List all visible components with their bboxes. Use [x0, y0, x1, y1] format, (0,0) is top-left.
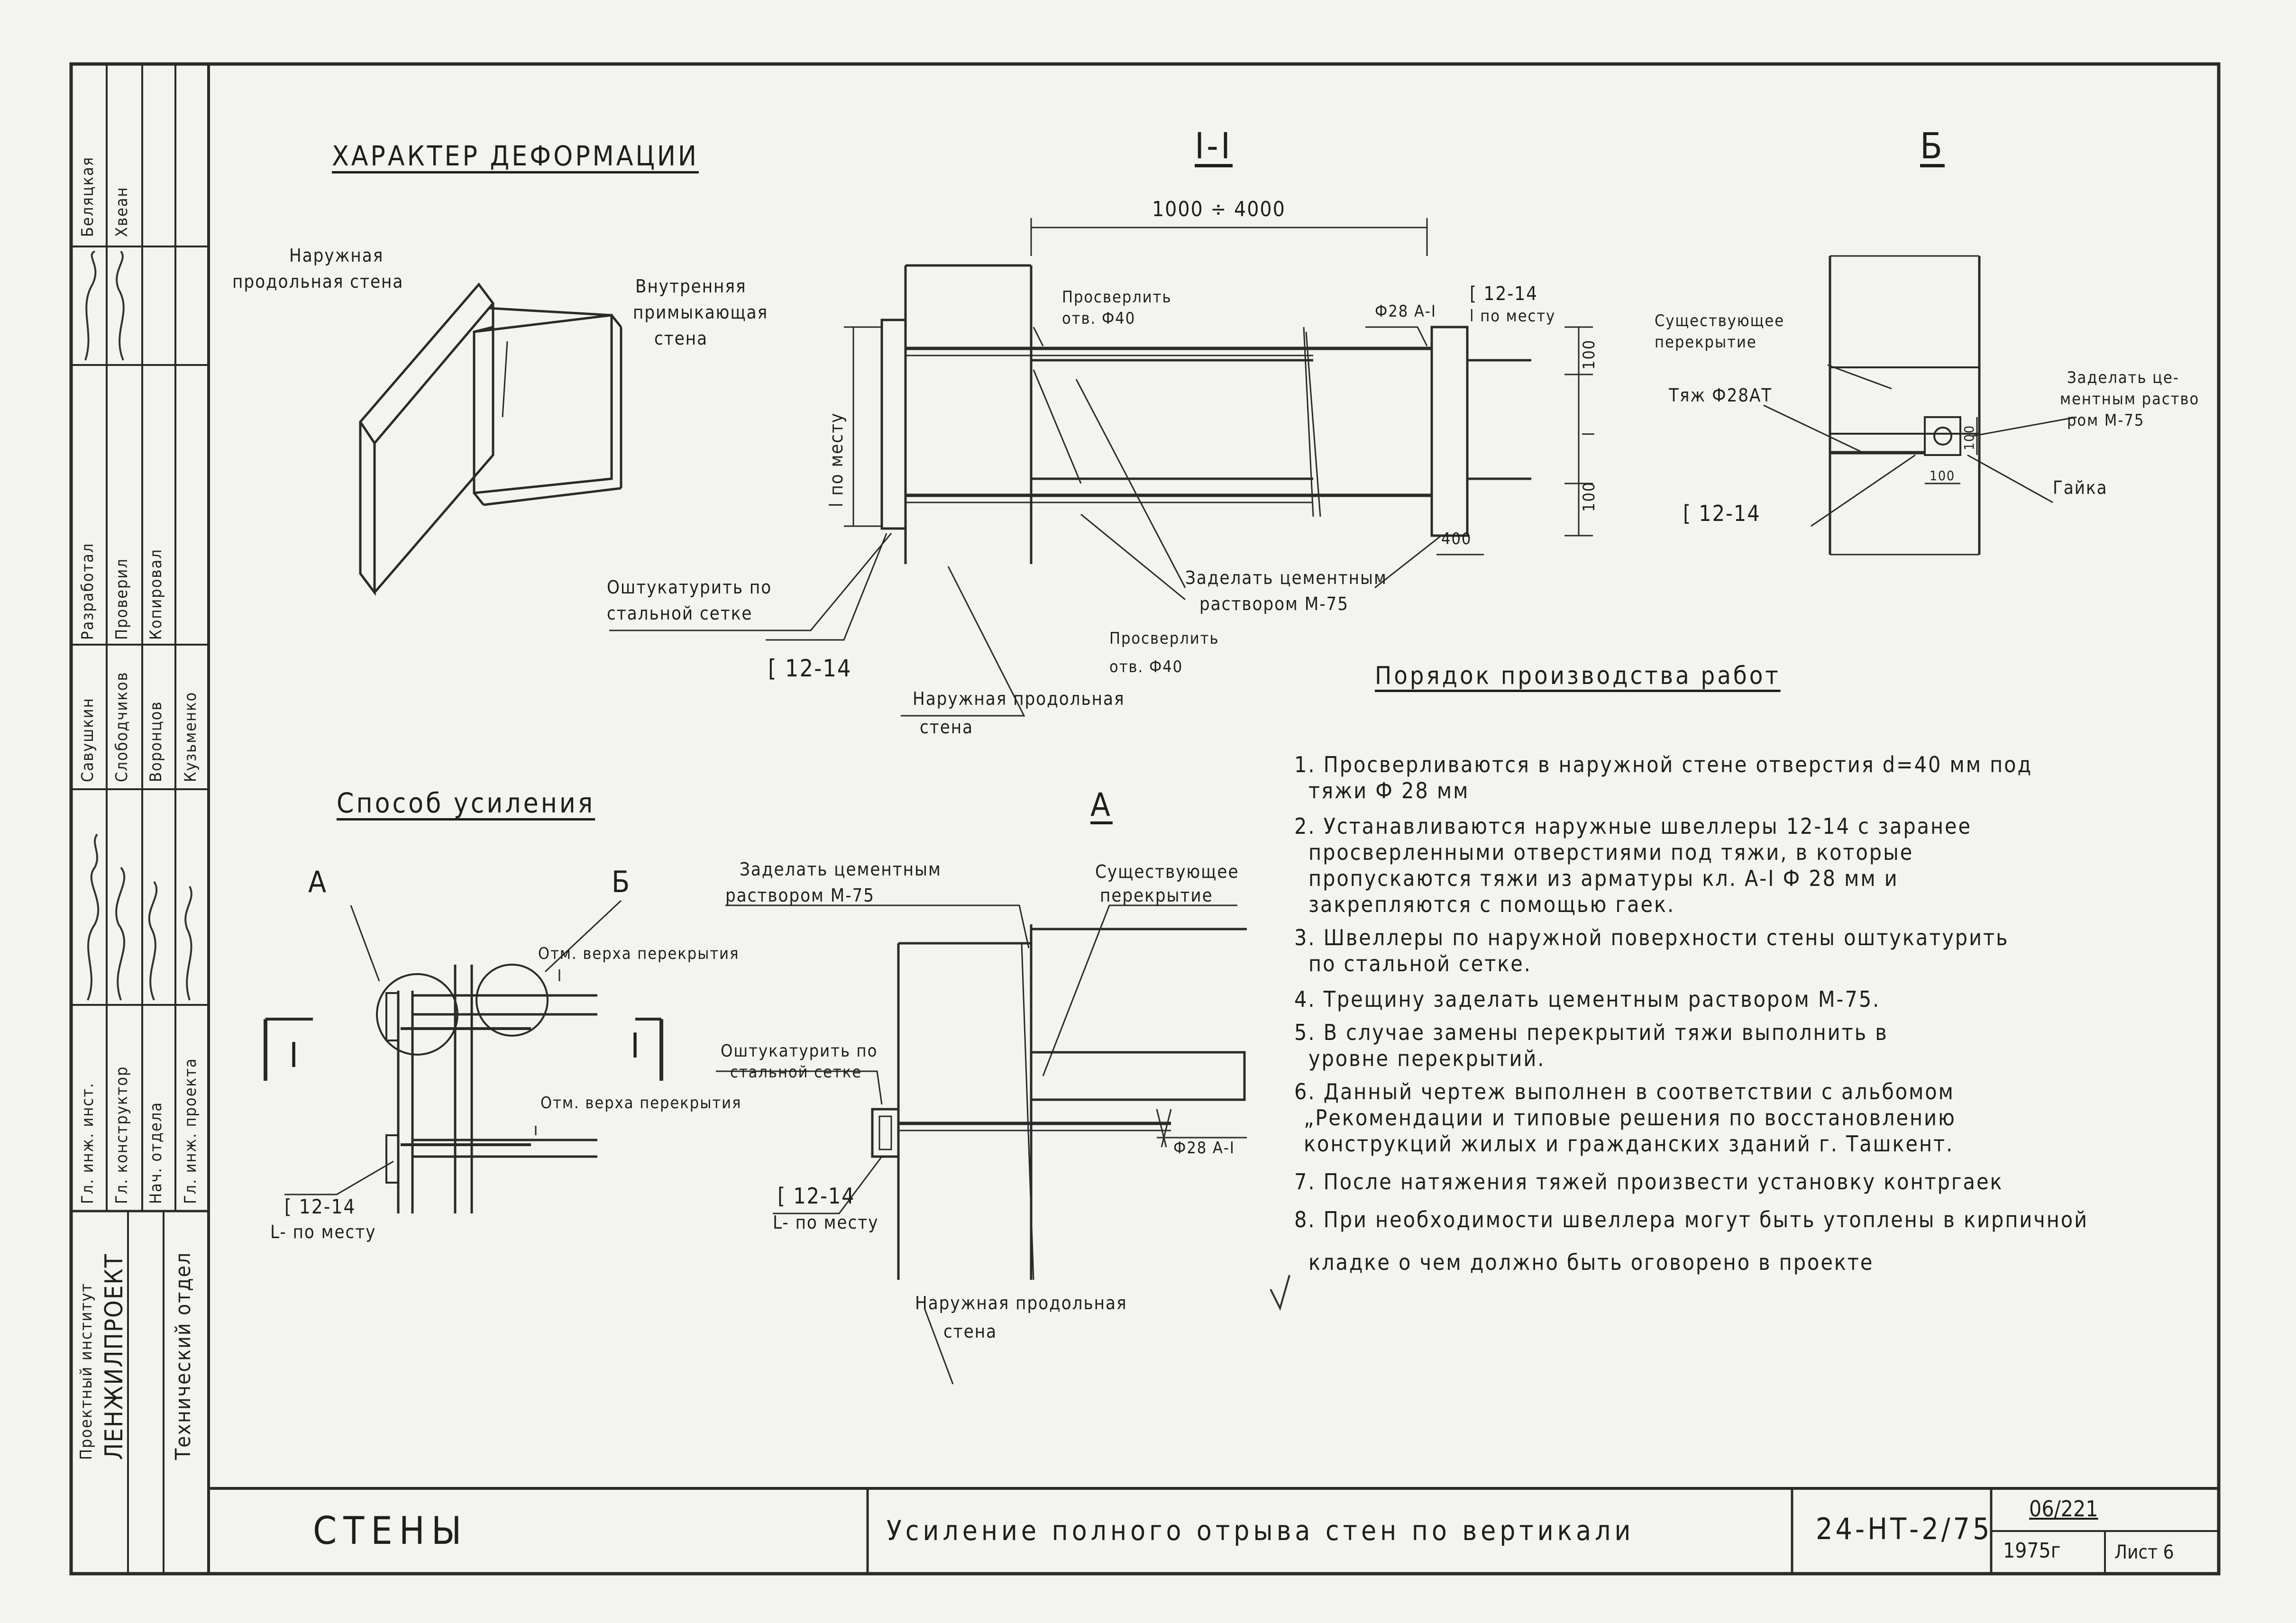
title-view-b: Б [1920, 125, 1945, 167]
note-line: 7. После натяжения тяжей произвести уста… [1294, 1169, 2003, 1194]
label-seal-2: раствором М-75 [1199, 593, 1349, 614]
label-a-plaster-1: Оштукатурить по [721, 1041, 878, 1061]
label-b-slab-1: Существующее [1655, 311, 1785, 330]
note-line: 8. При необходимости швеллера могут быть… [1294, 1207, 2088, 1232]
label-cut-left: I [289, 1035, 300, 1075]
label-dim-400: 400 [1441, 529, 1472, 548]
view-b-drawing [1763, 255, 2077, 556]
note-line: по стальной сетке. [1308, 951, 1532, 976]
label-outer-wall-s1-1: Наружная продольная [913, 688, 1125, 709]
label-plaster-2: стальной сетке [607, 603, 753, 624]
title-block-sheet-no: 06/221 [2029, 1496, 2098, 1522]
label-outer-wall-s1-2: стена [920, 717, 974, 738]
label-a-slab-1: Существующее [1095, 861, 1239, 882]
note-line: кладке о чем должно быть оговорено в про… [1308, 1249, 1874, 1275]
label-a-seal-1: Заделать цементным [740, 859, 942, 880]
title-deformation: ХАРАКТЕР ДЕФОРМАЦИИ [332, 140, 699, 172]
label-b-seal-2: ментным раство [2060, 390, 2200, 409]
label-b-seal-1: Заделать це- [2067, 368, 2179, 387]
label-seal-1: Заделать цементным [1185, 567, 1387, 588]
callout-b-label: Б [612, 865, 631, 899]
label-channel-top-1: [ 12-14 [1470, 283, 1538, 305]
callout-a-circle [376, 973, 458, 1056]
title-block-year: 1975г [2003, 1539, 2061, 1563]
callout-b-circle [476, 964, 549, 1037]
note-line: 2. Устанавливаются наружные швеллеры 12-… [1294, 813, 1972, 839]
note-line: уровне перекрытий. [1308, 1046, 1546, 1071]
label-mid-level: Отм. верха перекрытия [540, 1094, 742, 1112]
label-dim-l: l [1580, 431, 1599, 437]
label-channel-top-2: l по месту [1470, 307, 1556, 326]
note-line: 1. Просверливаются в наружной стене отве… [1294, 752, 2033, 777]
callout-a-label: А [308, 865, 328, 899]
label-plaster-1: Оштукатурить по [607, 577, 772, 598]
label-inner-wall-1: Внутренняя [635, 276, 747, 297]
label-inner-wall-2: примыкающая [633, 302, 768, 323]
label-a-slab-2: перекрытие [1100, 885, 1213, 906]
title-block-title: Усиление полного отрыва стен по вертикал… [887, 1514, 1635, 1547]
label-dim-100-top: 100 [1580, 339, 1599, 370]
label-b-nut: Гайка [2053, 477, 2108, 498]
title-section-1: I-I [1195, 125, 1233, 167]
note-line: 4. Трещину заделать цементным раствором … [1294, 986, 1881, 1012]
title-block-code: 24-НТ-2/75 [1816, 1512, 1993, 1546]
label-b-seal-3: ром М-75 [2067, 411, 2145, 430]
section-1-drawing [609, 218, 1593, 717]
label-b-slab-2: перекрытие [1655, 333, 1757, 352]
label-outer-wall-1: Наружная [289, 245, 384, 266]
title-block-sheet-label: Лист 6 [2114, 1541, 2174, 1563]
label-reinf-channel: [ 12-14 [284, 1195, 356, 1218]
note-line: тяжи Ф 28 мм [1308, 778, 1470, 803]
label-dim-100-bottom: 100 [1580, 481, 1599, 512]
label-b-channel: [ 12-14 [1683, 501, 1761, 526]
label-l-po-mestu: l по месту [826, 412, 847, 507]
title-view-a: А [1090, 786, 1113, 824]
label-outer-wall-2: продольная стена [232, 271, 404, 292]
reinforcement-drawing [264, 900, 663, 1213]
label-a-channel: [ 12-14 [778, 1183, 855, 1209]
label-b-dim-100-v: 100 [1961, 424, 1977, 450]
note-line: 6. Данный чертеж выполнен в соответствии… [1294, 1079, 1955, 1104]
label-a-plaster-2: стальной сетке [730, 1063, 862, 1082]
deformation-sketch [358, 283, 622, 596]
label-channel-bottom: [ 12-14 [768, 655, 852, 682]
label-cut-right: I [631, 1026, 641, 1066]
label-b-rod: Тяж Ф28АТ [1669, 385, 1773, 406]
label-a-bar: Ф28 А-I [1173, 1139, 1235, 1158]
label-reinf-l: L- по месту [270, 1222, 376, 1242]
label-a-l: L- по месту [773, 1212, 879, 1233]
label-drill-top-1: Просверлить [1062, 288, 1172, 307]
label-b-dim-100-h: 100 [1930, 468, 1956, 483]
label-drill-bottom-2: отв. Ф40 [1109, 657, 1183, 676]
label-inner-wall-3: стена [654, 328, 708, 349]
note-line: пропускаются тяжи из арматуры кл. А-I Ф … [1308, 866, 1899, 891]
label-bar: Ф28 А-I [1375, 302, 1436, 321]
note-line: конструкций жилых и гражданских зданий г… [1304, 1131, 1954, 1157]
note-line: закрепляются с помощью гаек. [1308, 892, 1675, 917]
title-block-section: СТЕНЫ [313, 1509, 468, 1553]
note-line: просверленными отверстиями под тяжи, в к… [1308, 839, 1914, 865]
label-a-outer-wall-1: Наружная продольная [915, 1293, 1127, 1313]
label-top-level: Отм. верха перекрытия [538, 944, 740, 963]
label-drill-top-2: отв. Ф40 [1062, 309, 1136, 328]
label-a-seal-2: раствором М-75 [725, 885, 875, 906]
label-a-outer-wall-2: стена [943, 1321, 997, 1342]
note-line: 5. В случае замены перекрытий тяжи выпол… [1294, 1020, 1888, 1045]
view-a-drawing [716, 904, 1247, 1385]
note-line: „Рекомендации и типовые решения по восст… [1304, 1105, 1956, 1131]
title-works-order: Порядок производства работ [1375, 662, 1781, 690]
note-line: 3. Швеллеры по наружной поверхности стен… [1294, 925, 2009, 950]
title-reinforcement: Способ усиления [337, 787, 595, 819]
label-dim-top: 1000 ÷ 4000 [1152, 197, 1286, 221]
label-drill-bottom-1: Просверлить [1109, 629, 1219, 648]
